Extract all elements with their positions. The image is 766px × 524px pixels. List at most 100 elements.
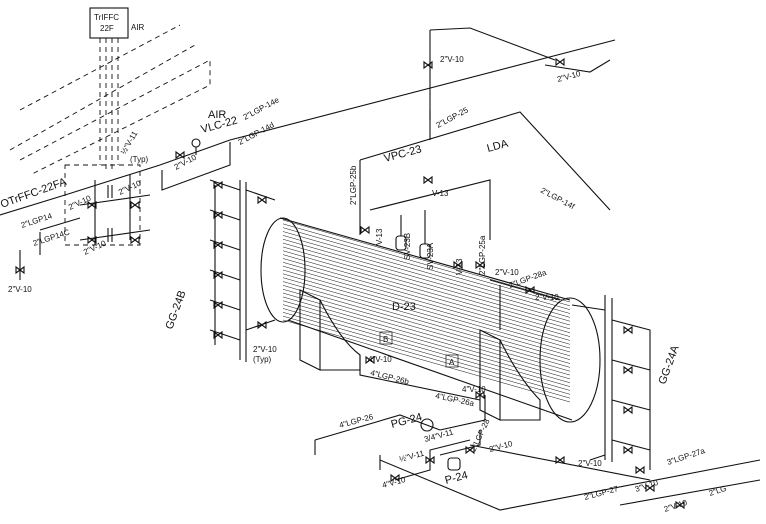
vessel-hatch-line (282, 285, 571, 368)
valve-icon (623, 365, 633, 375)
label-v13-a: V-13 (432, 189, 449, 198)
label-v10-p: 2"V-10 (488, 439, 514, 454)
label-sec-b: B (383, 335, 388, 344)
valve-icon (257, 195, 267, 205)
vessel-hatch-line (282, 242, 571, 326)
vessel-hatch-line (282, 300, 571, 384)
valve-icon (425, 455, 435, 465)
label-otffc: OTrFFC-22FA (0, 176, 69, 211)
valve-icon (453, 260, 463, 270)
vessel-hatch-line (282, 273, 571, 357)
label-lgp26b: 4"LGP-26b (370, 368, 411, 386)
label-sv23b: SV-23B (403, 233, 412, 260)
vessel-hatch-line (282, 250, 571, 334)
valve-icon (635, 465, 645, 475)
valve-icon (130, 200, 140, 210)
vessel-hatch-line (282, 223, 571, 307)
valve-icon (213, 210, 223, 220)
label-d23: D-23 (392, 301, 416, 313)
label-air-mid: AIR (208, 109, 226, 121)
valve-icon (555, 57, 565, 67)
signal-lines (9, 24, 211, 246)
label-v10-4a: 4"V-10 (368, 355, 392, 364)
vessel-hatch-line (282, 246, 571, 330)
valve-icon (423, 175, 433, 185)
label-vpc23: VPC-23 (383, 143, 423, 165)
vessel-hatch-line (282, 227, 571, 310)
label-lda: LDA (486, 138, 510, 155)
label-p24: P-24 (444, 469, 470, 487)
label-v10-gg: 2"V-10 (253, 345, 277, 354)
valve-icon (213, 300, 223, 310)
label-typ1: (Typ) (130, 155, 149, 164)
valve-icon (130, 235, 140, 245)
gauge-gg24a (489, 279, 651, 470)
label-lgp14f: 2"LGP-14f (539, 186, 577, 212)
left-feed-piping (0, 138, 231, 280)
valve-icon (525, 285, 535, 295)
valve-icon (175, 150, 185, 160)
vessel-hatch-line (282, 319, 571, 403)
label-pg24: PG-24 (390, 411, 424, 431)
vessel-hatch-line (282, 281, 571, 364)
vessel-hatch-line (282, 235, 571, 318)
valve-icon (423, 60, 433, 70)
label-lgp25b: 2"LGP-25b (349, 165, 358, 205)
vessel-hatch-line (282, 269, 571, 353)
label-v10-left: 2"V-10 (8, 285, 32, 294)
label-v11-half: ½"V-11 (398, 449, 425, 464)
valve-icon (87, 200, 97, 210)
valve-icon (623, 325, 633, 335)
vessel-hatch-line (282, 315, 571, 399)
valve-icon (257, 320, 267, 330)
valve-icon (465, 445, 475, 455)
valve-icon (645, 483, 655, 493)
valve-icon (360, 225, 370, 235)
relief-valves (395, 210, 431, 259)
vessel-hatch-line (282, 308, 571, 391)
instrument-box-triffc: TrIFFC 22F AIR (89, 7, 145, 39)
label-typ2: (Typ) (253, 355, 272, 364)
label-v10-top: 2"V-10 (440, 55, 464, 64)
label-v10-r1: 2"V-10 (495, 268, 519, 277)
valve-icon (623, 405, 633, 415)
label-lgp25a: 2"LGP-25a (478, 235, 487, 275)
vessel-hatch-line (282, 238, 571, 322)
valve-icon (475, 390, 485, 400)
label-sec-a: A (449, 358, 455, 367)
label-lgp25: 2"LGP-25 (435, 105, 470, 130)
top-header-piping (229, 27, 616, 240)
vessel-hatch-line (282, 312, 571, 395)
valve-icon (675, 500, 685, 510)
valve-icon (475, 260, 485, 270)
valve-icon (365, 355, 375, 365)
valve-icon (213, 240, 223, 250)
valve-symbols (15, 57, 685, 510)
valve-icon (87, 235, 97, 245)
label-tbox: TrIFFC (94, 13, 119, 22)
valve-icon (623, 445, 633, 455)
vessel-hatch-line (282, 219, 571, 303)
label-lgp14e: 2"LGP-14e (242, 95, 281, 122)
label-gg24a: GG-24A (657, 343, 682, 386)
label-v13-b: V-13 (375, 228, 384, 245)
vessel-hatch-line (282, 254, 571, 337)
label-lgp27: 2"LGP-27 (583, 484, 620, 502)
vessel-hatch-line (282, 288, 571, 372)
vessel-hatch-line (282, 258, 571, 341)
vessel-hatch-line (282, 292, 571, 376)
label-gg24b: GG-24B (164, 289, 189, 331)
valve-icon (555, 455, 565, 465)
valve-icon (213, 330, 223, 340)
valve-icon (15, 265, 25, 275)
label-air-top: AIR (131, 23, 145, 32)
label-v10-r2: 2"V-10 (535, 293, 559, 302)
vessel-hatch-line (282, 262, 571, 345)
vessel-hatch-line (282, 265, 571, 349)
vessel-d23: D-23 B A (260, 217, 601, 423)
label-v11: ½"V-11 (119, 129, 140, 156)
label-v10-gga: 2"V-10 (578, 459, 602, 468)
vessel-hatch-line (282, 277, 571, 360)
